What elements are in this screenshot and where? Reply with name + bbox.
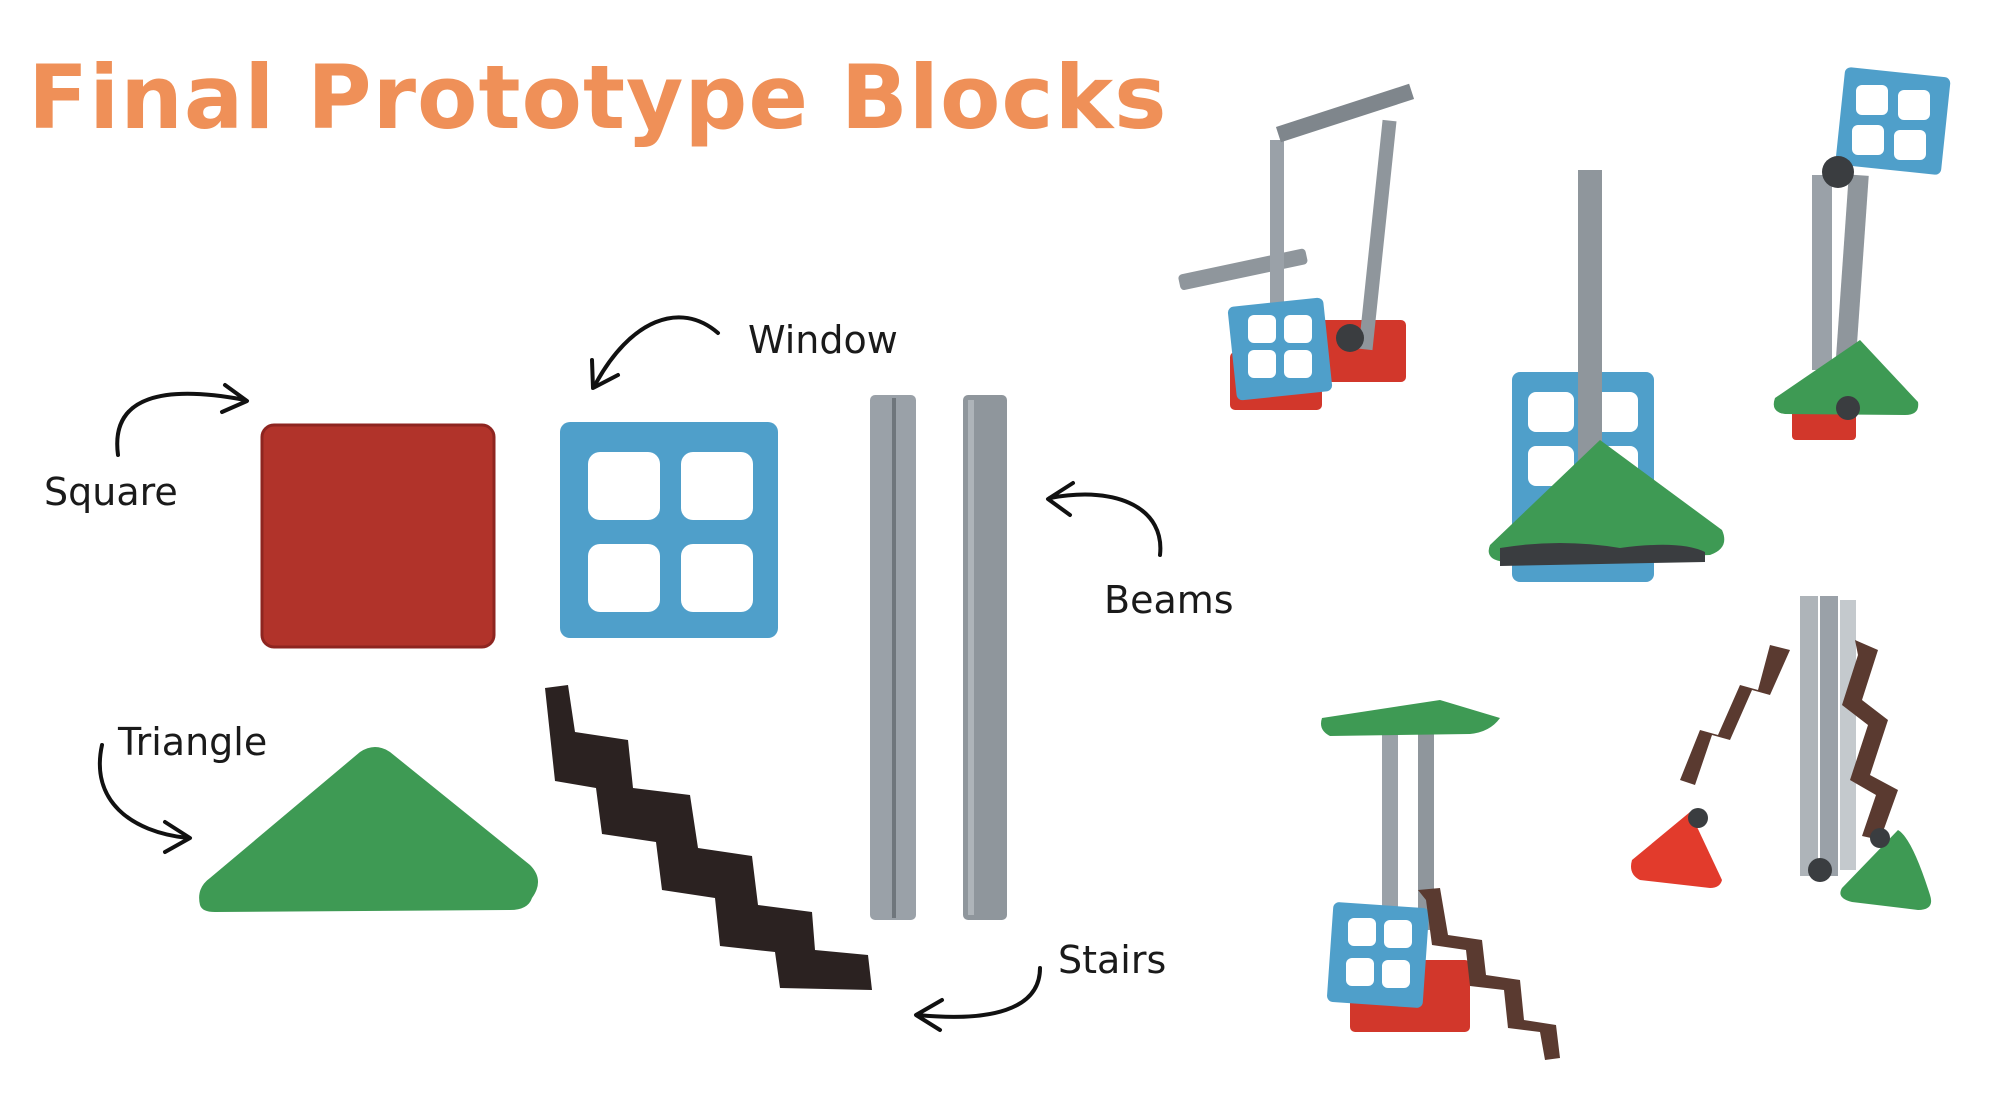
- assembly-a: [1178, 83, 1415, 410]
- window-label: Window: [748, 318, 898, 362]
- stairs-label: Stairs: [1058, 938, 1167, 982]
- assembly-d: [1321, 700, 1560, 1060]
- beam-block-2: [963, 395, 1007, 920]
- stairs-block: [545, 685, 872, 990]
- assembly-e: [1631, 596, 1932, 910]
- beams-arrow: [1048, 492, 1163, 557]
- square-block: [262, 425, 494, 647]
- stairs-arrow: [916, 966, 1042, 1019]
- beams-label: Beams: [1104, 578, 1234, 622]
- beam-block-1: [870, 395, 916, 920]
- page-title: Final Prototype Blocks: [28, 46, 1168, 149]
- window-block: [560, 422, 778, 638]
- square-label: Square: [44, 470, 178, 514]
- assembly-c: [1773, 67, 1951, 440]
- square-arrow: [115, 391, 247, 457]
- triangle-block: [199, 747, 539, 912]
- assembly-b: [1488, 170, 1725, 582]
- triangle-label: Triangle: [118, 720, 268, 764]
- window-arrow: [593, 315, 720, 387]
- triangle-arrow: [98, 743, 190, 840]
